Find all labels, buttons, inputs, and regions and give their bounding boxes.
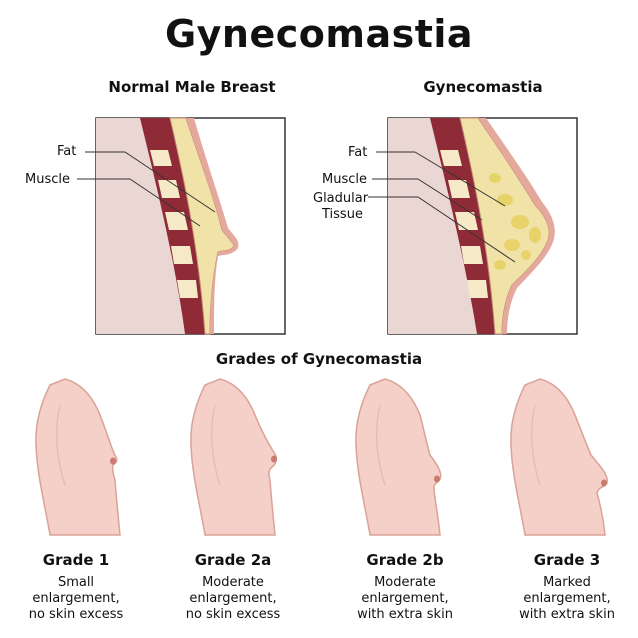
grades-section-title: Grades of Gynecomastia	[215, 350, 423, 368]
panel-title-gynecomastia: Gynecomastia	[423, 78, 543, 96]
grade-2a-title: Grade 2a	[194, 551, 272, 569]
label-fat-normal: Fat	[57, 144, 77, 159]
page-title: Gynecomastia	[164, 12, 474, 56]
grade-torsos	[35, 378, 608, 536]
panel-title-normal: Normal Male Breast	[108, 78, 276, 96]
gynecomastia-diagram	[368, 117, 578, 335]
label-glandular-gyno: Gladular	[313, 191, 369, 206]
label-tissue-gyno: Tissue	[322, 207, 363, 222]
cross-section-diagrams	[77, 117, 578, 335]
torso-grade-1	[35, 378, 121, 536]
grade-2b-title: Grade 2b	[366, 551, 444, 569]
label-muscle-gyno: Muscle	[322, 172, 367, 187]
grade-1-title: Grade 1	[42, 551, 110, 569]
grade-3-title: Grade 3	[533, 551, 601, 569]
normal-breast-diagram	[77, 117, 286, 335]
torso-grade-2b	[355, 378, 442, 536]
torso-grade-3	[510, 378, 608, 536]
torso-grade-2a	[190, 378, 277, 536]
label-fat-gyno: Fat	[348, 145, 368, 160]
label-muscle-normal: Muscle	[25, 172, 70, 187]
